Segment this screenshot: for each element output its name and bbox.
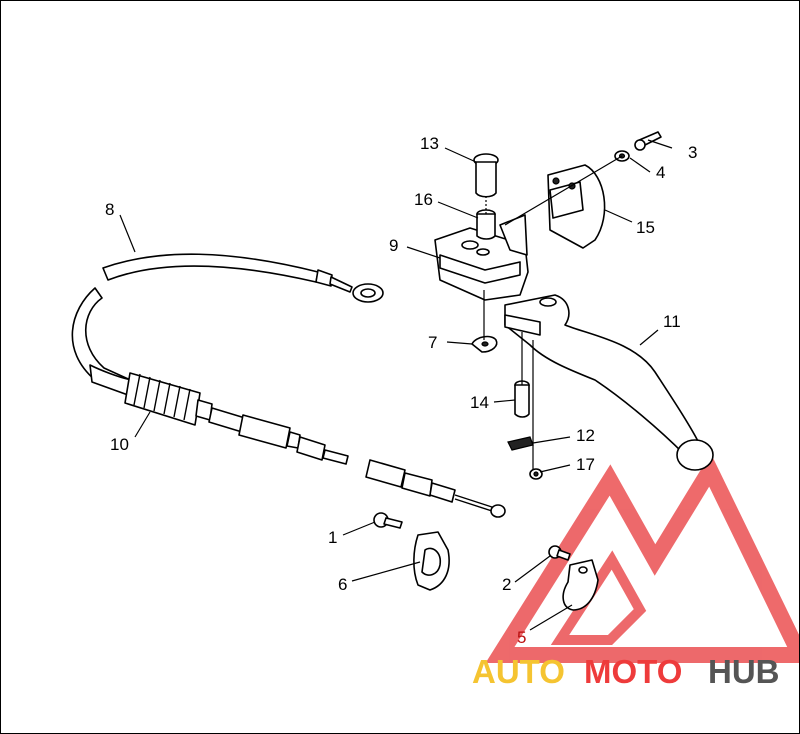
part-11-lever	[504, 294, 714, 471]
label-3: 3	[688, 143, 697, 162]
label-14: 14	[470, 393, 489, 412]
part-labels: 13 16 9 3 4 15 8 11 7 14 12 17 10 1 6 2 …	[105, 134, 697, 647]
part-1-screw	[373, 512, 403, 529]
label-6: 6	[338, 575, 347, 594]
label-12: 12	[576, 426, 595, 445]
part-9-bracket	[434, 214, 529, 301]
part-5-clamp	[562, 559, 599, 611]
label-13: 13	[420, 134, 439, 153]
label-15: 15	[636, 218, 655, 237]
label-8: 8	[105, 200, 114, 219]
part-3-bolt	[634, 131, 662, 151]
part-17-screw	[529, 468, 543, 480]
label-11: 11	[663, 312, 681, 331]
watermark-text: AUTO MOTO HUB	[472, 653, 780, 690]
watermark-hub: HUB	[708, 653, 780, 690]
label-2: 2	[502, 575, 511, 594]
part-7-clip	[471, 335, 498, 353]
cable-inner-end	[365, 459, 506, 518]
part-8-cable	[102, 253, 384, 303]
part-10-cable-assembly	[71, 287, 349, 465]
watermark-auto: AUTO	[472, 653, 565, 690]
leader-lines	[119, 139, 673, 631]
part-2-screw	[548, 545, 571, 561]
part-16-bushing	[476, 209, 496, 240]
watermark-moto: MOTO	[584, 653, 682, 690]
part-14-sleeve	[514, 380, 530, 418]
label-5: 5	[517, 628, 526, 647]
part-13-pin	[473, 153, 499, 198]
label-4: 4	[656, 163, 665, 182]
label-1: 1	[328, 528, 337, 547]
label-9: 9	[389, 236, 398, 255]
part-6-cable-clamp	[413, 531, 450, 591]
label-16: 16	[414, 190, 433, 209]
label-10: 10	[110, 435, 129, 454]
label-17: 17	[576, 455, 595, 474]
label-7: 7	[428, 333, 437, 352]
